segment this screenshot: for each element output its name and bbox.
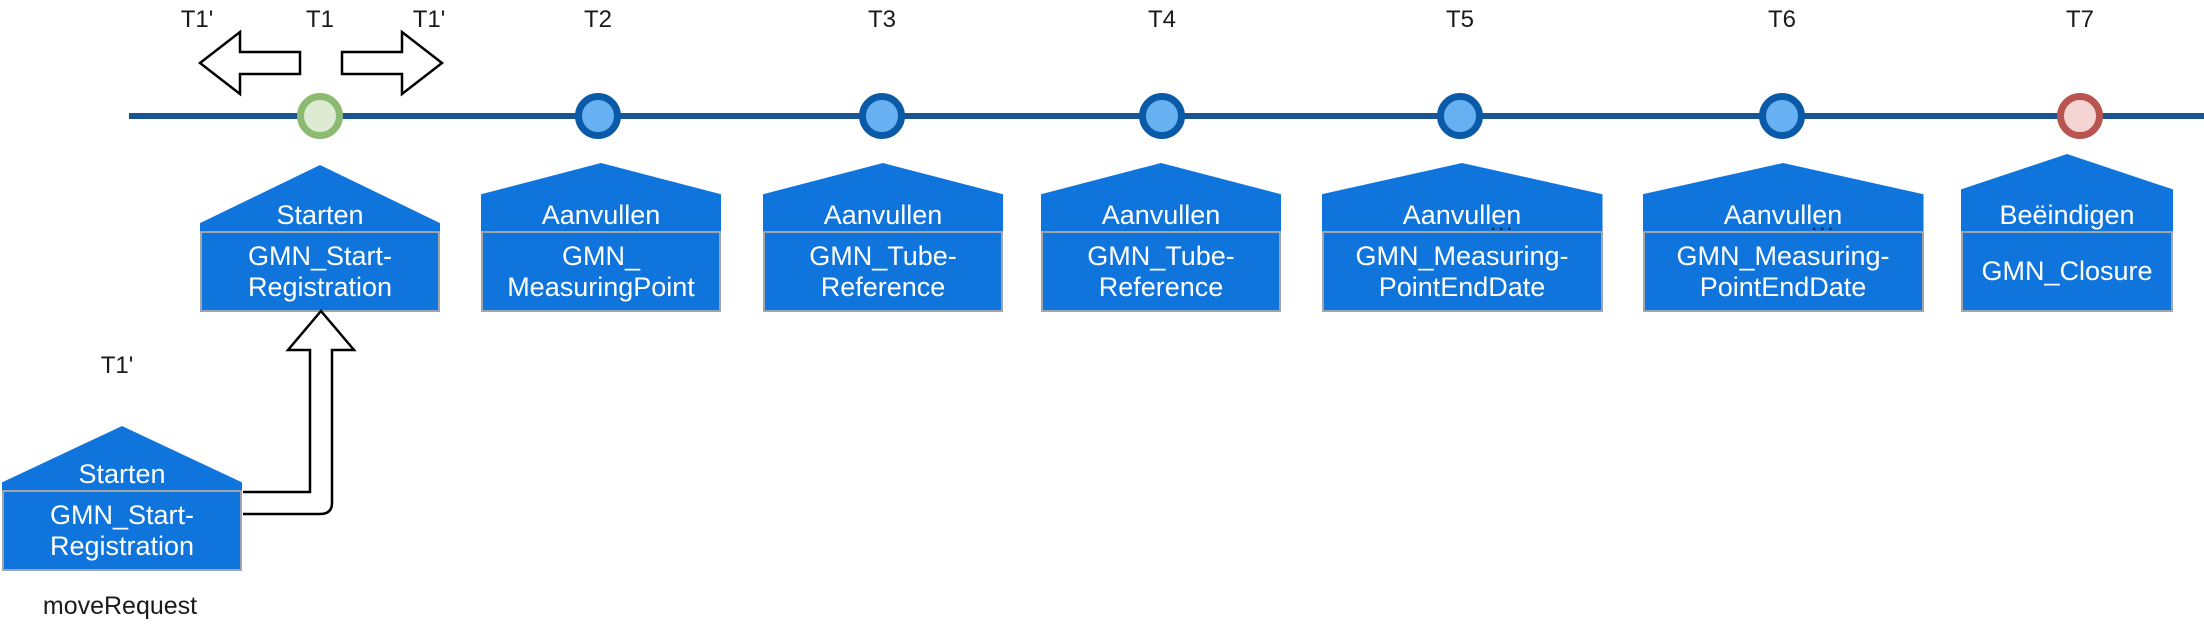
move-right-arrow-icon — [340, 29, 445, 97]
entity-box: GMN_Closure — [1961, 231, 2173, 312]
action-label: Aanvullen — [823, 200, 943, 230]
house-roof: Aanvullen — [1041, 163, 1281, 231]
house-roof: Starten — [200, 165, 440, 231]
house-roof: Starten — [2, 426, 242, 490]
action-label: Starten — [78, 459, 166, 489]
entity-line: GMN_Closure — [1981, 256, 2153, 286]
node-label-t1: T1 — [305, 6, 334, 33]
entity-line: Reference — [1098, 271, 1224, 302]
move-up-arrow — [243, 309, 357, 516]
move-request-caption: moveRequest — [42, 592, 198, 620]
entity-line: GMN_Tube- — [809, 240, 957, 271]
entity-line: GMN_Measuring- — [1676, 240, 1890, 271]
entity-line: GMN_ — [561, 240, 640, 271]
entity-box: GMN_Tube-Reference — [1041, 231, 1281, 312]
node-label-t5: T5 — [1445, 6, 1474, 33]
house-roof: Aanvullen... — [1321, 163, 1603, 235]
entity-box: GMN_MeasuringPoint — [481, 231, 721, 312]
entity-box: GMN_Measuring-PointEndDate — [1321, 231, 1603, 312]
t1-prime-right-label: T1' — [412, 6, 446, 33]
moved-house-label: T1' — [100, 352, 134, 379]
move-left-arrow-icon — [197, 29, 302, 97]
entity-line: Reference — [820, 271, 946, 302]
action-label: Aanvullen — [541, 200, 661, 230]
node-label-t2: T2 — [583, 6, 612, 33]
entity-line: GMN_Start- — [49, 499, 195, 530]
timeline-node-t7 — [2057, 93, 2103, 139]
action-label: Aanvullen — [1101, 200, 1221, 230]
action-label: Aanvullen — [1402, 200, 1522, 230]
ellipsis-dots: ... — [1490, 210, 1515, 235]
entity-line: PointEndDate — [1699, 271, 1867, 302]
entity-box: GMN_Start-Registration — [200, 231, 440, 312]
entity-line: MeasuringPoint — [507, 271, 695, 302]
entity-line: GMN_Start- — [247, 240, 393, 271]
timeline-node-t3 — [859, 93, 905, 139]
timeline-node-t5 — [1437, 93, 1483, 139]
entity-box: GMN_Tube-Reference — [763, 231, 1003, 312]
action-label: Beëindigen — [1999, 200, 2135, 230]
timeline-node-t1 — [297, 93, 343, 139]
action-label: Starten — [276, 200, 364, 230]
entity-line: GMN_Tube- — [1087, 240, 1235, 271]
node-label-t7: T7 — [2065, 6, 2094, 33]
node-label-t6: T6 — [1767, 6, 1796, 33]
entity-line: Registration — [49, 530, 195, 561]
house-roof: Aanvullen — [481, 163, 721, 231]
timeline-node-t4 — [1139, 93, 1185, 139]
house-roof: Aanvullen... — [1642, 163, 1924, 235]
house-roof: Aanvullen — [763, 163, 1003, 231]
t1-prime-left-label: T1' — [180, 6, 214, 33]
event-house-t6: Aanvullen...GMN_Measuring-PointEndDate — [1642, 163, 1924, 312]
node-label-t3: T3 — [867, 6, 896, 33]
house-roof: Beëindigen — [1961, 154, 2173, 231]
entity-box: GMN_Measuring-PointEndDate — [1642, 231, 1924, 312]
entity-line: GMN_Measuring- — [1355, 240, 1569, 271]
entity-line: PointEndDate — [1378, 271, 1546, 302]
action-label: Aanvullen — [1723, 200, 1843, 230]
event-house-t5: Aanvullen...GMN_Measuring-PointEndDate — [1321, 163, 1603, 312]
entity-box: GMN_Start- Registration — [2, 490, 242, 571]
timeline-node-t2 — [575, 93, 621, 139]
node-label-t4: T4 — [1147, 6, 1176, 33]
timeline-node-t6 — [1759, 93, 1805, 139]
ellipsis-dots: ... — [1811, 210, 1836, 235]
moved-house: Starten GMN_Start- Registration — [2, 426, 242, 571]
entity-line: Registration — [247, 271, 393, 302]
